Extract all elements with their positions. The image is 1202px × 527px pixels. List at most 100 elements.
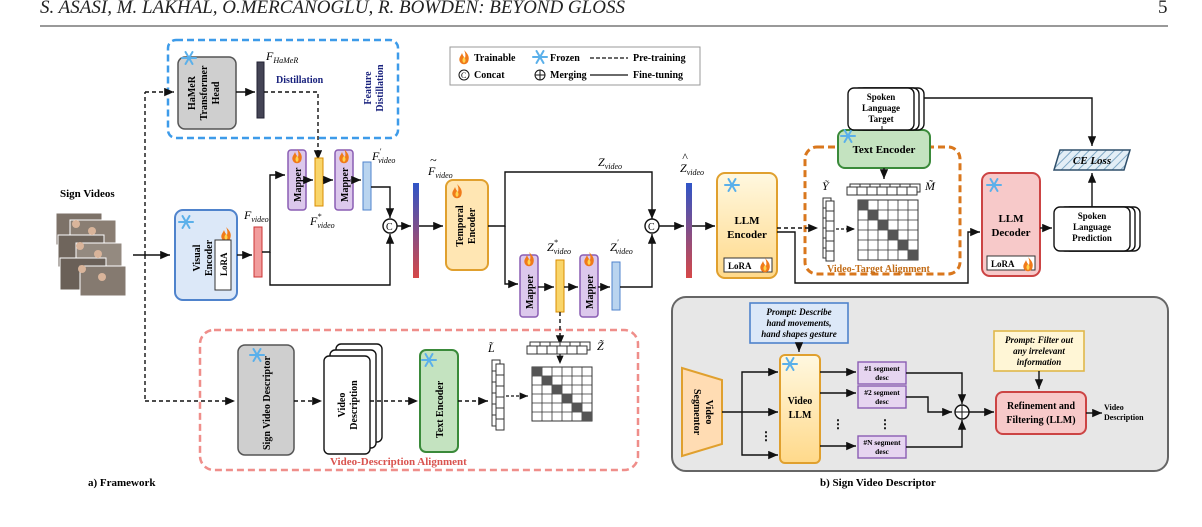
feature-distillation-label: Feature Distillation: [363, 64, 386, 112]
svg-text:C: C: [648, 222, 655, 233]
svg-text:information: information: [1017, 357, 1062, 367]
video-target-alignment-box: [803, 145, 962, 276]
svg-text:desc: desc: [875, 373, 889, 382]
legend-trainable: Trainable: [474, 53, 516, 64]
svg-text:Prompt: Describe: Prompt: Describe: [766, 307, 831, 317]
svg-text:Encoder: Encoder: [467, 207, 478, 244]
l-tilde-label: L̃: [487, 341, 495, 355]
svg-text:#N segment: #N segment: [863, 438, 901, 447]
video-segmentor: [681, 366, 723, 458]
prompt-filter: [993, 330, 1085, 372]
f-video-prime-label: F′video: [371, 147, 395, 165]
z-video-prime-feature: [611, 261, 621, 311]
legend: Trainable Frozen Pre-training C Concat M…: [449, 46, 701, 86]
svg-text:hand movements,: hand movements,: [766, 318, 831, 328]
svg-text:Prediction: Prediction: [1072, 233, 1112, 243]
svg-text:^: ^: [682, 150, 688, 164]
svg-text:Spoken: Spoken: [1078, 211, 1107, 221]
segment-ellipsis-2: ⋮: [832, 417, 844, 431]
svg-text:Language: Language: [862, 103, 900, 113]
distillation-label: Distillation: [276, 75, 324, 86]
segment-ellipsis-1: ⋮: [760, 429, 772, 443]
z-video-star-feature: [555, 259, 565, 313]
svg-text:Refinement and: Refinement and: [1007, 401, 1075, 412]
svg-text:C: C: [386, 222, 393, 233]
svg-text:Target: Target: [868, 114, 893, 124]
visual-encoder-lora: [214, 239, 232, 291]
descriptor-caption: b) Sign Video Descriptor: [820, 477, 936, 489]
svg-text:LLM: LLM: [789, 410, 812, 421]
video-description-alignment-label: Video-Description Alignment: [330, 456, 467, 468]
svg-text:Description: Description: [1104, 413, 1144, 422]
f-video-prime-feature: [362, 161, 372, 211]
svg-text:Head: Head: [211, 81, 222, 104]
llm-encoder-lora: [723, 257, 773, 273]
svg-text:C: C: [461, 71, 466, 80]
svg-text:Filtering (LLM): Filtering (LLM): [1006, 415, 1075, 426]
video-target-similarity-matrix: [857, 199, 919, 261]
f-video-label: Fvideo: [243, 208, 269, 224]
svg-text:Temporal: Temporal: [455, 205, 466, 247]
f-video-tilde-label: ~: [430, 153, 437, 167]
svg-text:#2 segment: #2 segment: [864, 388, 900, 397]
svg-text:Video: Video: [703, 400, 714, 425]
svg-text:CE Loss: CE Loss: [1073, 155, 1111, 167]
svg-text:Decoder: Decoder: [991, 227, 1030, 239]
legend-pretraining: Pre-training: [633, 53, 686, 64]
video-description-similarity-matrix: [531, 366, 593, 422]
f-video-tilde-feature: [413, 183, 419, 278]
svg-text:hand shapes gesture: hand shapes gesture: [761, 329, 837, 339]
z-video-star-label: Z*video: [547, 238, 571, 256]
svg-text:Video: Video: [337, 393, 348, 418]
svg-text:Visual: Visual: [192, 244, 203, 271]
z-video-prime-label: Z′video: [610, 238, 633, 256]
svg-text:Video: Video: [788, 396, 813, 407]
legend-concat: Concat: [474, 70, 505, 81]
hamer-transformer-head: [177, 56, 237, 130]
f-hamer-label: FHaMeR: [265, 49, 298, 65]
m-tilde-label: M̃: [924, 179, 936, 193]
svg-text:Sign Video Descriptor: Sign Video Descriptor: [262, 356, 273, 450]
llm-encoder: [716, 172, 778, 279]
mapper-3-trainable-icon: [524, 252, 534, 267]
svg-text:Description: Description: [349, 380, 360, 430]
svg-text:LLM: LLM: [734, 215, 760, 227]
svg-text:desc: desc: [875, 447, 889, 456]
running-title: S. ASASI, M. LAKHAL, O.MERCANOGLU, R. BO…: [40, 0, 625, 18]
svg-text:Mapper: Mapper: [585, 274, 596, 309]
svg-text:Transformer: Transformer: [199, 65, 210, 120]
z-tilde-label: Z̃: [597, 339, 604, 353]
svg-text:Language: Language: [1073, 222, 1111, 232]
svg-text:LoRA: LoRA: [219, 252, 229, 276]
svg-text:LLM: LLM: [998, 213, 1024, 225]
svg-text:desc: desc: [875, 397, 889, 406]
svg-text:Prompt: Filter out: Prompt: Filter out: [1005, 335, 1074, 345]
z-video-hat-feature: [686, 183, 692, 278]
z-video-label: Zvideo: [598, 155, 622, 171]
segment-ellipsis-3: ⋮: [879, 417, 891, 431]
svg-text:Feature: Feature: [363, 71, 374, 105]
svg-text:any irrelevant: any irrelevant: [1013, 346, 1065, 356]
svg-text:HaMeR: HaMeR: [187, 75, 198, 110]
sign-video-frames: [55, 212, 127, 297]
svg-text:LoRA: LoRA: [991, 259, 1015, 269]
svg-text:Mapper: Mapper: [293, 167, 304, 202]
prompt-describe: [749, 302, 849, 344]
f-video-star-label: F*video: [309, 212, 335, 230]
l-tilde-tokens: [491, 359, 505, 431]
video-description-stack: [323, 355, 371, 455]
svg-text:Encoder: Encoder: [727, 229, 767, 241]
sign-videos-label: Sign Videos: [60, 188, 115, 200]
svg-text:Fvideo: Fvideo: [427, 164, 453, 180]
svg-text:Distillation: Distillation: [375, 64, 386, 112]
svg-text:Mapper: Mapper: [525, 274, 536, 309]
svg-text:Text Encoder: Text Encoder: [435, 380, 446, 438]
sign-video-descriptor-panel: [671, 296, 1169, 472]
framework-caption: a) Framework: [88, 477, 156, 489]
f-video-star-feature: [314, 157, 324, 207]
video-llm: [779, 354, 821, 464]
f-video-feature: [253, 226, 263, 278]
svg-text:Spoken: Spoken: [867, 92, 896, 102]
svg-text:Segmentor: Segmentor: [691, 389, 702, 436]
